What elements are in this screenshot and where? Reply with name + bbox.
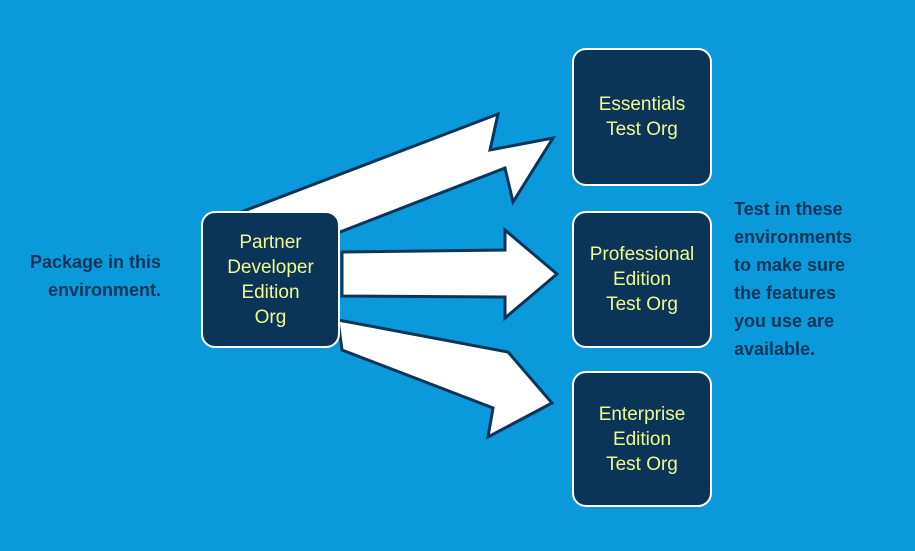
arrow-to-enterprise xyxy=(336,318,555,440)
arrow-to-essentials xyxy=(230,111,557,234)
essentials-test-org-box: Essentials Test Org xyxy=(572,48,712,186)
source-org-box: Partner Developer Edition Org xyxy=(201,211,340,348)
enterprise-test-org-box: Enterprise Edition Test Org xyxy=(572,371,712,507)
right-note: Test in these environments to make sure … xyxy=(734,199,853,359)
professional-test-org-box: Professional Edition Test Org xyxy=(572,211,712,348)
arrow-to-professional xyxy=(340,226,560,322)
left-note: Package in this environment. xyxy=(30,252,162,300)
